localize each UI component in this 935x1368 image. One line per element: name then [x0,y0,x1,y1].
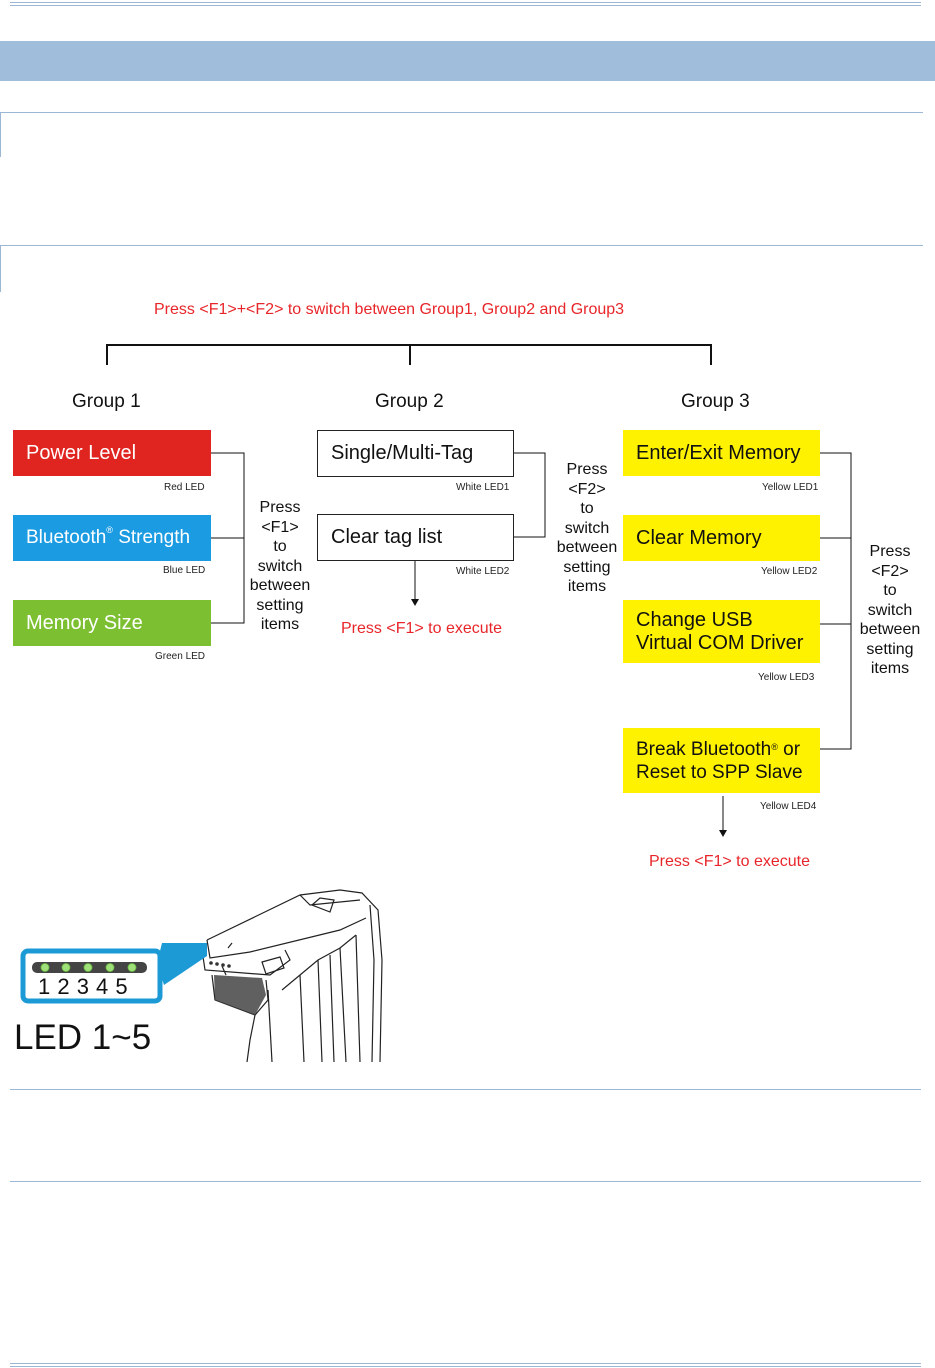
memory-size-box: Memory Size [13,600,211,646]
group-1-title: Group 1 [72,391,141,412]
change-usb-label-line2: Virtual COM Driver [636,631,804,654]
led-2-icon [61,963,71,972]
section-rule [10,1181,921,1182]
single-multi-tag-label: Single/Multi-Tag [331,442,474,464]
section-header-band [0,41,935,81]
white-led2-label: White LED2 [456,566,510,577]
diagram-box-frame [0,245,923,292]
clear-memory-label: Clear Memory [636,526,762,549]
enter-exit-memory-box: Enter/Exit Memory [623,430,820,476]
blue-led-label: Blue LED [163,565,206,576]
red-led-label: Red LED [164,482,205,493]
change-usb-driver-box: Change USB Virtual COM Driver [623,600,820,663]
white-led1-label: White LED1 [456,482,510,492]
memory-size-label: Memory Size [26,611,143,634]
clear-tag-list-label: Clear tag list [331,526,443,548]
power-level-box: Power Level [13,430,211,476]
led-numbers: 1 2 3 4 5 [38,974,129,999]
led-5-icon [127,963,137,972]
clear-tag-list-box: Clear tag list [317,514,514,561]
yellow-led1-label: Yellow LED1 [762,482,819,492]
enter-exit-memory-label: Enter/Exit Memory [636,441,801,464]
led-4-icon [105,963,115,972]
led-1-icon [40,963,50,972]
led-caption: LED 1~5 [14,1018,152,1057]
note-box-frame [0,112,923,157]
break-bluetooth-label-line1: Break Bluetooth® or [636,738,801,760]
group-1-switch-instruction: Press <F1> to switch between setting ite… [249,499,311,633]
figure-bottom-rule [10,1089,921,1090]
group-3-title: Group 3 [681,391,750,412]
single-multi-tag-box: Single/Multi-Tag [317,430,514,477]
clear-memory-box: Clear Memory [623,515,820,561]
top-rule [10,2,921,6]
yellow-led4-label: Yellow LED4 [760,801,817,812]
yellow-led2-label: Yellow LED2 [761,566,818,577]
group-3-switch-instruction: Press <F2> to switch between setting ite… [859,543,921,677]
power-level-label: Power Level [26,441,137,464]
change-usb-label-line1: Change USB [636,608,753,631]
break-bluetooth-box: Break Bluetooth® or Reset to SPP Slave [623,728,820,793]
group-2-title: Group 2 [375,391,444,412]
group-2-execute-instruction: Press <F1> to execute [341,620,502,637]
bluetooth-strength-label: Bluetooth® Strength [26,525,191,548]
group-2-switch-instruction: Press <F2> to switch between setting ite… [556,461,618,595]
bottom-rule [10,1363,921,1367]
group-3-execute-instruction: Press <F1> to execute [649,853,810,870]
group-switch-instruction: Press <F1>+<F2> to switch between Group1… [154,301,625,318]
break-bluetooth-label-line2: Reset to SPP Slave [636,761,803,783]
bluetooth-strength-box: Bluetooth® Strength [13,515,211,561]
green-led-label: Green LED [155,651,206,662]
led-3-icon [83,963,93,972]
yellow-led3-label: Yellow LED3 [758,672,815,683]
